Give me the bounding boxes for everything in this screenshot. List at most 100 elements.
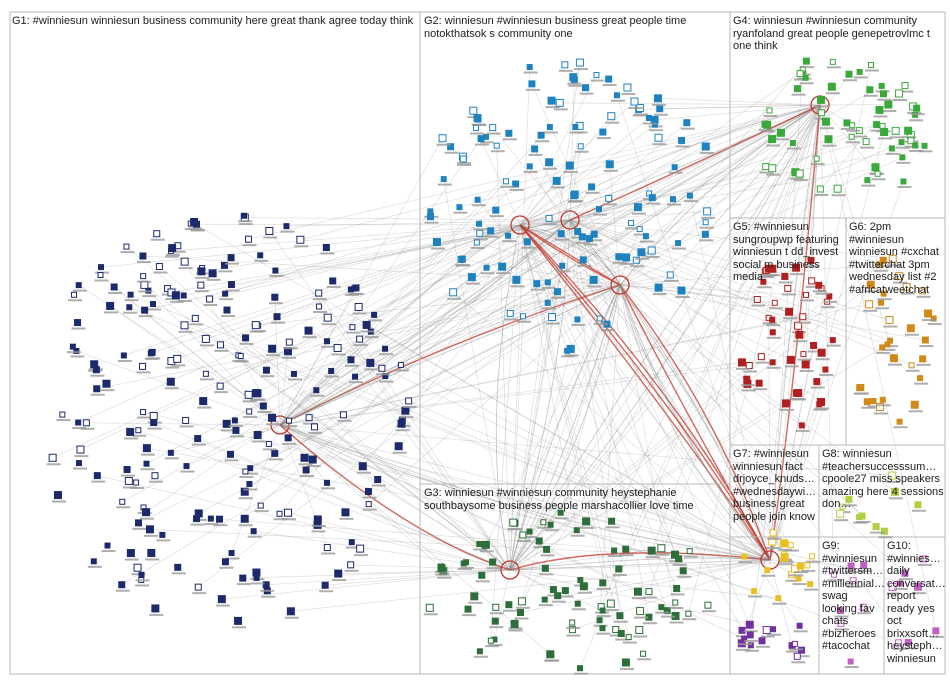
node [308, 423, 323, 434]
edge [569, 141, 867, 221]
node [912, 582, 927, 595]
edge [569, 110, 770, 221]
node [904, 137, 919, 148]
node [793, 330, 808, 343]
node [475, 571, 490, 583]
node [177, 292, 192, 302]
edge [569, 219, 767, 271]
node [876, 396, 891, 407]
edge [519, 224, 771, 561]
node [743, 620, 758, 633]
node [392, 442, 407, 454]
node [624, 219, 639, 230]
node [243, 408, 258, 418]
node [528, 145, 543, 156]
edge [279, 365, 750, 426]
node [648, 121, 663, 132]
node [677, 567, 692, 578]
node [143, 525, 158, 537]
edge [279, 424, 893, 476]
node [120, 243, 135, 254]
node [72, 282, 87, 292]
edge [509, 66, 531, 571]
node [479, 540, 494, 553]
node [605, 517, 620, 529]
edge [274, 284, 621, 454]
node [130, 479, 145, 489]
edge [547, 104, 821, 283]
edge [819, 104, 895, 359]
node [470, 239, 485, 249]
node [530, 280, 545, 291]
node [268, 293, 283, 305]
node [164, 449, 179, 460]
node [543, 158, 558, 170]
node [169, 291, 184, 303]
edge [657, 97, 821, 106]
node [797, 351, 812, 361]
node [888, 487, 903, 500]
node [655, 604, 670, 614]
edge [159, 266, 511, 571]
node [325, 367, 340, 378]
node [800, 291, 815, 302]
node [774, 128, 789, 141]
node [178, 321, 193, 333]
node [929, 627, 944, 638]
node [140, 460, 155, 471]
edge [600, 104, 821, 607]
node [819, 366, 834, 377]
edge [279, 424, 919, 588]
edge [677, 104, 821, 244]
node [320, 243, 335, 255]
edge [490, 224, 521, 641]
edge [201, 224, 521, 272]
node [651, 94, 666, 106]
edge [300, 104, 821, 241]
node [885, 145, 900, 155]
edge [688, 104, 821, 614]
node [846, 122, 861, 132]
node [539, 564, 554, 576]
edge [519, 117, 650, 226]
node [748, 588, 763, 598]
node [810, 378, 825, 389]
node [652, 283, 667, 296]
edge [519, 74, 597, 226]
edge [519, 224, 877, 527]
node [124, 291, 139, 302]
node [680, 119, 695, 130]
node [147, 301, 162, 311]
node [873, 105, 888, 118]
node [104, 301, 119, 314]
node [375, 364, 390, 376]
node [804, 581, 819, 591]
node [266, 344, 281, 357]
node [783, 307, 798, 320]
node [621, 83, 636, 96]
node [502, 129, 517, 141]
node [300, 466, 315, 477]
node [394, 361, 409, 372]
edge [477, 199, 771, 561]
node [675, 286, 690, 298]
node [260, 581, 275, 592]
node [760, 626, 775, 638]
node [573, 58, 588, 71]
edge [186, 424, 281, 467]
node [311, 515, 326, 527]
node [571, 600, 586, 611]
edge [52, 104, 821, 459]
node [844, 658, 859, 669]
node [242, 390, 257, 403]
node [544, 650, 559, 662]
group-label-g6: G6: 2pm #winniesun winniesun #cxchat #tw… [849, 221, 942, 296]
edge [279, 219, 571, 426]
node [805, 277, 820, 288]
edge [279, 284, 621, 426]
node [66, 343, 81, 354]
node [567, 192, 582, 203]
node [521, 238, 536, 249]
edge [519, 165, 571, 226]
edge [509, 74, 850, 571]
